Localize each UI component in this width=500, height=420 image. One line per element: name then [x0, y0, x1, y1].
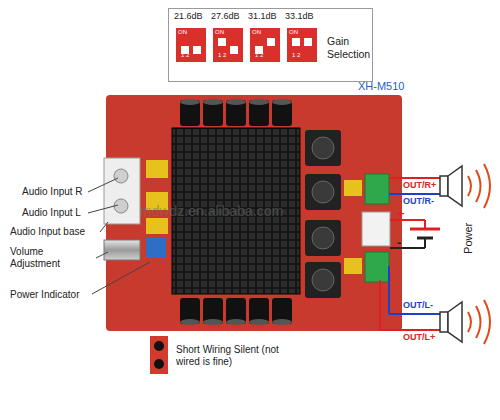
power-terminal [362, 212, 390, 246]
capacitor-row [180, 298, 292, 325]
callout-label: Power Indicator [10, 289, 100, 301]
gain-value: 21.6dB [174, 11, 214, 21]
leader-line [88, 178, 150, 294]
film-capacitor [344, 180, 362, 196]
gain-value: 27.6dB [211, 11, 251, 21]
terminal-label: OUT/L- [403, 300, 448, 310]
film-capacitor [344, 258, 362, 274]
header-pins [150, 336, 168, 374]
terminal-label: OUT/R+ [403, 180, 448, 190]
callout-label: Audio Input base [10, 226, 105, 238]
sound-waves [468, 164, 490, 344]
terminal-label: OUT/R- [403, 196, 448, 206]
box-heading: Gain Selection [327, 35, 373, 61]
switch-number: 1 2 [292, 52, 316, 59]
model-name: XH-M510 [358, 80, 438, 93]
callout-label: Audio Input L [22, 207, 97, 219]
switch-on: ON [215, 29, 235, 36]
potentiometer [104, 240, 140, 260]
switch-on: ON [289, 29, 309, 36]
terminal-block [365, 252, 389, 282]
switch-on: ON [178, 29, 198, 36]
switch-on: ON [252, 29, 272, 36]
speaker-symbol [440, 166, 462, 342]
switch-number: 1 2 [218, 52, 242, 59]
gain-value: 33.1dB [285, 11, 325, 21]
note-text: Short Wiring Silent (not wired is fine) [176, 344, 286, 367]
switch-number: 1 2 [255, 52, 279, 59]
inductor [305, 130, 341, 298]
trimmer [146, 238, 166, 258]
film-capacitor [146, 160, 168, 178]
watermark: mdwdz.en.alibaba.com [140, 203, 340, 219]
terminal-block [365, 174, 389, 204]
polarity-sign: + [397, 207, 411, 222]
film-capacitor [146, 218, 168, 234]
pcb [106, 95, 402, 331]
polarity-sign: - [397, 236, 411, 251]
callout-label: Audio Input R [22, 186, 97, 198]
callout-label: Volume Adjustment [10, 246, 95, 269]
rca-jack [104, 158, 140, 224]
gain-value: 31.1dB [248, 11, 288, 21]
terminal-label: OUT/L+ [403, 332, 448, 342]
switch-number: 1 2 [181, 52, 205, 59]
power-label: Power [462, 218, 475, 258]
capacitor-row [180, 99, 292, 126]
